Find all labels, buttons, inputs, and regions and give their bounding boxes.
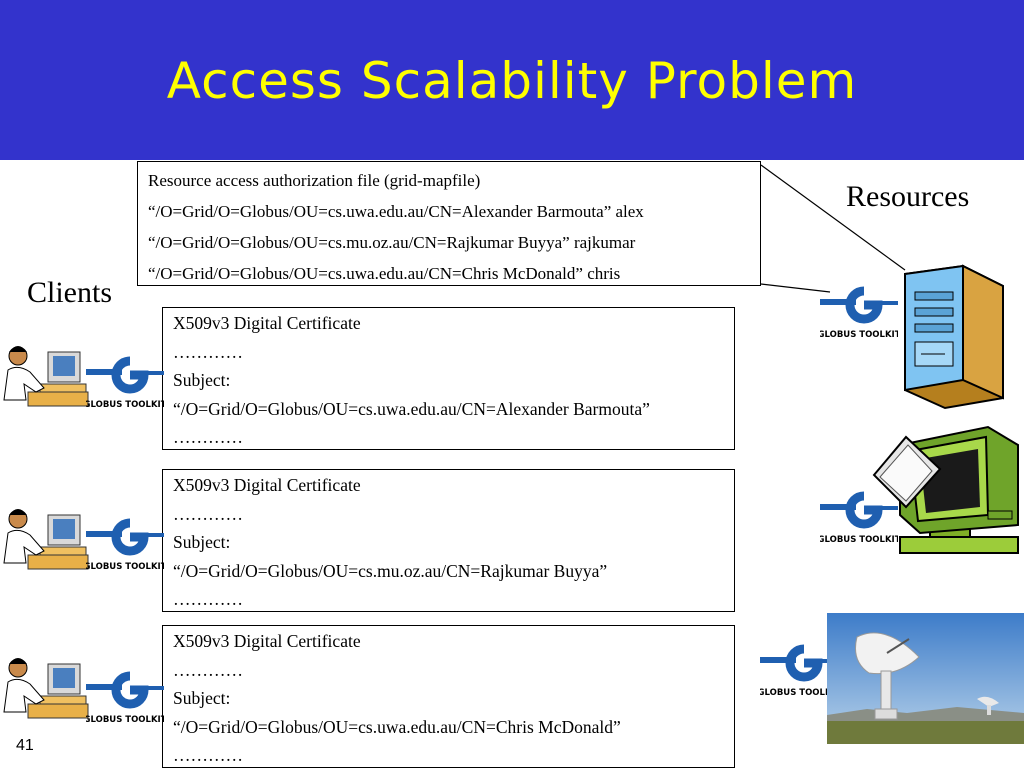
globus-toolkit-logo: GLOBUS TOOLKIT <box>86 356 164 410</box>
certificate-box: X509v3 Digital Certificate ………… Subject:… <box>162 469 735 612</box>
globus-logo-text: GLOBUS TOOLKIT <box>86 400 164 410</box>
certificate-subject-label: Subject: <box>173 532 231 552</box>
grid-mapfile-box: Resource access authorization file (grid… <box>137 161 761 286</box>
certificate-box: X509v3 Digital Certificate ………… Subject:… <box>162 307 735 450</box>
globus-toolkit-logo: GLOBUS TOOLKIT <box>86 518 164 572</box>
client-workstation-icon <box>3 346 89 407</box>
slide-title: Access Scalability Problem <box>166 52 858 110</box>
mapfile-entry: “/O=Grid/O=Globus/OU=cs.uwa.edu.au/CN=Ch… <box>148 264 621 283</box>
certificate-ellipsis: ………… <box>173 745 243 765</box>
globus-logo-text: GLOBUS TOOLKIT <box>86 562 164 572</box>
server-tower-icon <box>904 264 1004 410</box>
certificate-box: X509v3 Digital Certificate ………… Subject:… <box>162 625 735 768</box>
globus-toolkit-logo: GLOBUS TOOLKIT <box>820 491 898 545</box>
certificate-ellipsis: ………… <box>173 503 243 524</box>
certificate-heading: X509v3 Digital Certificate <box>173 313 361 333</box>
radio-telescope-photo <box>827 613 1024 744</box>
certificate-subject-label: Subject: <box>173 370 231 390</box>
resources-label: Resources <box>846 180 970 213</box>
globus-logo-text: GLOBUS TOOLKIT <box>760 688 838 698</box>
globus-logo-text: GLOBUS TOOLKIT <box>820 330 898 340</box>
mapfile-heading: Resource access authorization file (grid… <box>148 171 481 190</box>
client-workstation-icon <box>3 658 89 719</box>
globus-toolkit-logo: GLOBUS TOOLKIT <box>86 671 164 725</box>
certificate-heading: X509v3 Digital Certificate <box>173 475 361 495</box>
certificate-subject-dn: “/O=Grid/O=Globus/OU=cs.uwa.edu.au/CN=Ch… <box>173 716 621 737</box>
globus-logo-text: GLOBUS TOOLKIT <box>86 715 164 725</box>
certificate-ellipsis: ………… <box>173 659 243 680</box>
slide-header <box>0 0 1024 160</box>
globus-toolkit-logo: GLOBUS TOOLKIT <box>760 643 838 703</box>
certificate-subject-dn: “/O=Grid/O=Globus/OU=cs.uwa.edu.au/CN=Al… <box>173 398 650 419</box>
clients-label: Clients <box>27 276 113 309</box>
certificate-ellipsis: ………… <box>173 589 243 609</box>
certificate-ellipsis: ………… <box>173 341 243 362</box>
desktop-computer-icon <box>872 425 1019 554</box>
mapfile-entry: “/O=Grid/O=Globus/OU=cs.uwa.edu.au/CN=Al… <box>148 202 644 221</box>
page-number: 41 <box>16 737 34 754</box>
mapfile-entry: “/O=Grid/O=Globus/OU=cs.mu.oz.au/CN=Rajk… <box>148 233 636 252</box>
globus-toolkit-logo: GLOBUS TOOLKIT <box>820 286 898 340</box>
certificate-heading: X509v3 Digital Certificate <box>173 631 361 651</box>
certificate-ellipsis: ………… <box>173 427 243 447</box>
client-workstation-icon <box>3 509 89 570</box>
certificate-subject-label: Subject: <box>173 688 231 708</box>
globus-logo-text: GLOBUS TOOLKIT <box>820 535 898 545</box>
certificate-subject-dn: “/O=Grid/O=Globus/OU=cs.mu.oz.au/CN=Rajk… <box>173 560 608 581</box>
